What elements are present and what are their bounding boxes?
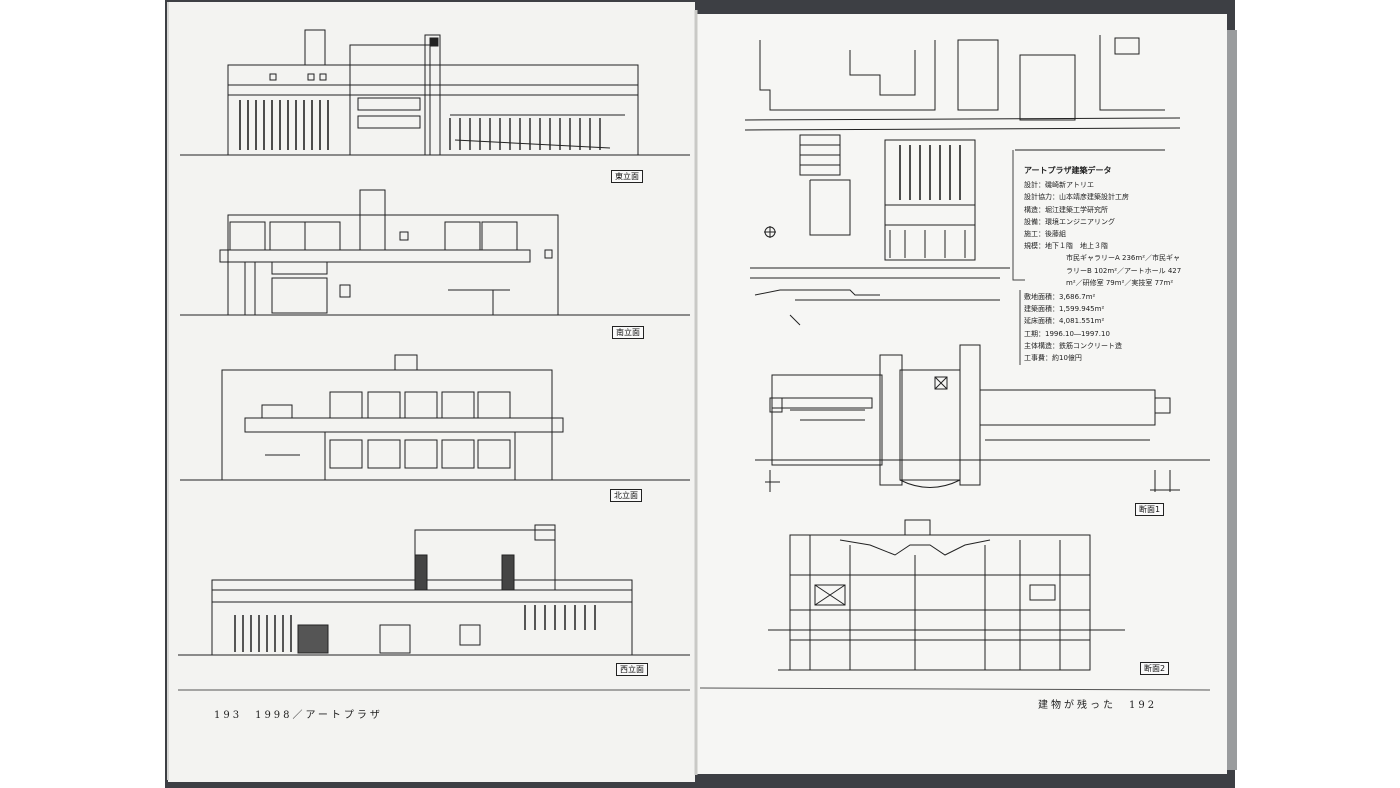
label-south-elevation: 南立面: [612, 326, 644, 339]
label-section-2: 断面2: [1140, 662, 1170, 675]
data-row: 施工：後藤組: [1024, 230, 1066, 239]
area-row: 延床面積：4,081.551m²: [1024, 317, 1105, 326]
label-north-elevation: 北立面: [610, 489, 642, 502]
data-row: 構造：堀江建築工学研究所: [1024, 205, 1108, 214]
site-plan: [744, 35, 1181, 326]
label-section-1: 断面1: [1135, 503, 1165, 516]
north-elevation: [180, 354, 690, 481]
right-page: [697, 14, 1227, 774]
right-footer: 建物が残った 192: [1038, 700, 1158, 711]
west-elevation: [178, 524, 690, 656]
label-west-elevation: 西立面: [616, 663, 648, 676]
area-row: 敷地面積：3,686.7m²: [1024, 293, 1096, 302]
data-row: 規模：地下１階 地上３階: [1024, 242, 1108, 251]
building-data-panel: アートプラザ建築データ 設計：磯崎新アトリエ 設計協力：山本靖彦建築設計工房 構…: [1024, 165, 1224, 364]
east-elevation: [180, 29, 690, 156]
data-row: 設備：環境エンジニアリング: [1024, 217, 1115, 226]
label-east-elevation: 東立面: [611, 170, 643, 183]
area-row: 主体構造：鉄筋コンクリート造: [1024, 341, 1122, 350]
section-2-drawing: [768, 519, 1125, 671]
section-1-drawing: [755, 344, 1210, 492]
area-row: 工期：1996.10―1997.10: [1024, 329, 1110, 338]
scale-detail-line: m²／研修室 79m²／実技室 77m²: [1066, 278, 1174, 287]
left-footer: 193 1998／アートプラザ: [214, 710, 383, 721]
area-row: 工事費：約10億円: [1024, 354, 1082, 363]
data-row: 設計協力：山本靖彦建築設計工房: [1024, 193, 1129, 202]
data-row: 設計：磯崎新アトリエ: [1024, 181, 1094, 190]
scale-detail-line: 市民ギャラリーA 236m²／市民ギャ: [1066, 254, 1180, 263]
scale-detail-line: ラリーB 102m²／アートホール 427: [1066, 266, 1182, 275]
data-title: アートプラザ建築データ: [1024, 166, 1112, 175]
area-row: 建築面積：1,599.945m²: [1024, 305, 1105, 314]
south-elevation: [180, 189, 690, 316]
